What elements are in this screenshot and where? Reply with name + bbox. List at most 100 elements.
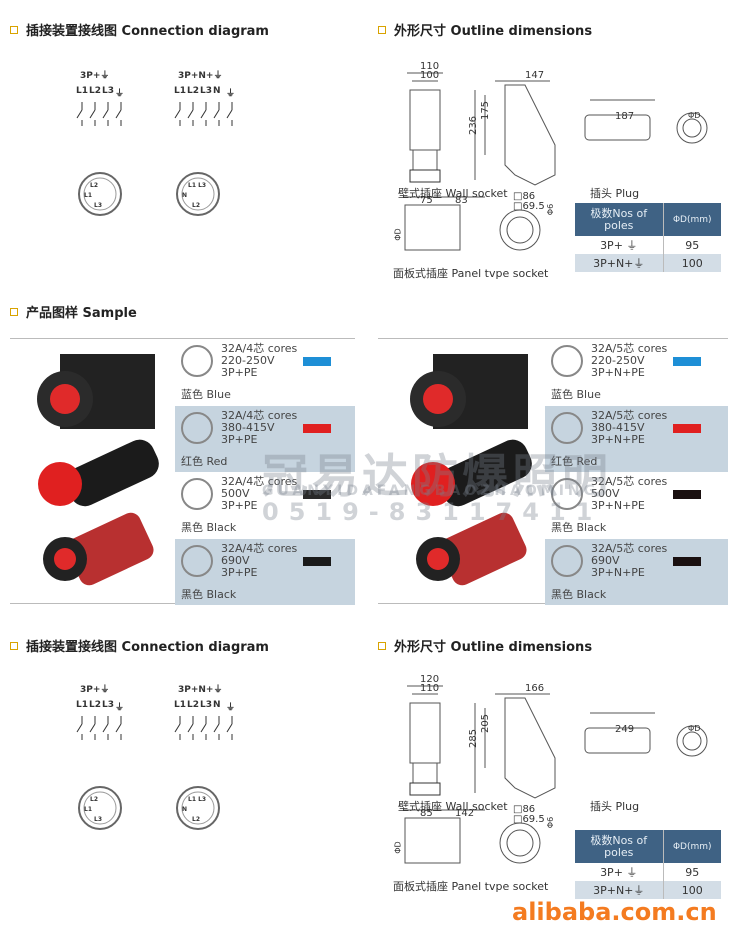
dimension-label: 110 — [420, 61, 440, 72]
switch-diagram-icon — [76, 716, 122, 830]
switch-diagram-icon — [76, 102, 122, 216]
color-label: 黑色 Black — [551, 521, 607, 534]
connection-title: 插接装置接线图 Connection diagram — [10, 20, 269, 39]
bullet-icon — [10, 641, 18, 650]
socket-face-icon — [181, 544, 213, 577]
header-diameter: ΦD(mm) — [672, 841, 712, 852]
pin-label: L2 — [90, 182, 98, 189]
terminal-label: N — [213, 86, 221, 96]
plug-caption: 插头 Plug — [590, 800, 640, 813]
dimension-label: Φ6 — [546, 816, 556, 829]
dimension-label: ΦD — [393, 228, 403, 241]
pin-label: N — [182, 192, 188, 199]
pin-label: L1 L3 — [188, 182, 207, 189]
color-swatch — [303, 357, 331, 366]
spec-l1: 32A/5芯 cores — [591, 342, 668, 355]
technical-drawing-icon — [403, 685, 708, 864]
spec-l3: 3P+PE — [221, 432, 258, 446]
wiring-label: 3P+N+⏚ — [178, 685, 223, 695]
color-swatch — [673, 490, 701, 499]
color-swatch — [673, 423, 701, 433]
pin-label: N — [182, 806, 188, 813]
watermark-en: GUANYIDAFANGBAOZHAOMING — [262, 483, 600, 499]
table-row: 3P+ ⏚95 — [575, 863, 721, 881]
color-swatch — [673, 556, 701, 566]
wall-socket-caption: 壁式插座 Wall socket — [398, 800, 508, 813]
panel-socket-caption: 面板式插座 Panel tvpe socket — [393, 267, 549, 280]
watermark-phone: 0519-83117411 — [262, 498, 603, 526]
socket-face-icon — [181, 478, 213, 510]
dimension-label: 249 — [615, 724, 635, 735]
spec-l3: 3P+PE — [221, 565, 258, 579]
terminal-label: ⏚ — [226, 703, 236, 713]
technical-drawing-icon — [403, 72, 708, 251]
dimension-label: 285 — [468, 728, 480, 749]
spec-l1: 32A/5芯 cores — [591, 541, 668, 555]
terminal-label: L2 — [187, 86, 199, 96]
terminal-label: L3 — [102, 700, 114, 710]
terminal-label: L3 — [200, 700, 212, 710]
terminal-label: L2 — [89, 700, 101, 710]
watermark-cn: 冠易达防爆照明 — [262, 449, 612, 503]
spec-l2: 220-250V — [221, 354, 275, 367]
color-swatch — [303, 490, 331, 499]
spec-l3: 3P+N+PE — [591, 565, 645, 579]
dimension-label: 83 — [455, 195, 468, 206]
bullet-icon — [378, 25, 386, 34]
dimension-label: □69.5 — [513, 814, 545, 825]
color-label: 黑色 Black — [181, 521, 237, 534]
spec-l1: 32A/4芯 cores — [221, 342, 298, 355]
panel-socket-caption: 面板式插座 Panel tvpe socket — [393, 880, 549, 893]
spec-l1: 32A/4芯 cores — [221, 408, 298, 422]
plug-caption: 插头 Plug — [590, 187, 640, 200]
terminal-label: L1 — [174, 700, 186, 710]
dimension-label: 100 — [420, 70, 440, 81]
terminal-label: L1 — [174, 86, 186, 96]
brand-watermark: alibaba.com.cn — [512, 898, 717, 926]
terminal-label: L3 — [102, 86, 114, 96]
table-cell: 3P+N+⏚ — [575, 254, 664, 272]
bullet-icon — [10, 25, 18, 34]
switch-diagram-icon — [174, 716, 233, 830]
terminal-label: L2 — [89, 86, 101, 96]
outline-title: 外形尺寸 Outline dimensions — [378, 636, 592, 655]
terminal-label: L1 — [76, 86, 88, 96]
terminal-label: L3 — [200, 86, 212, 96]
spec-l1: 32A/5芯 cores — [591, 475, 668, 488]
pin-label: L2 — [192, 816, 200, 823]
wiring-label: 3P+N+⏚ — [178, 71, 223, 81]
dimension-label: ΦD — [688, 724, 701, 733]
table-cell: 3P+N+⏚ — [575, 881, 664, 899]
outline-title: 外形尺寸 Outline dimensions — [378, 20, 592, 39]
spec-l3: 3P+N+PE — [591, 432, 645, 446]
color-label: 黑色 Black — [181, 587, 237, 601]
socket-face-icon — [551, 544, 583, 577]
wall-socket-caption: 壁式插座 Wall socket — [398, 187, 508, 200]
socket-face-icon — [551, 478, 583, 510]
dimension-label: Φ6 — [546, 203, 556, 216]
dimension-label: 147 — [525, 70, 545, 81]
terminal-label: ⏚ — [115, 89, 125, 99]
spec-l2: 690V — [591, 553, 620, 567]
header-diameter: ΦD(mm) — [672, 214, 712, 225]
